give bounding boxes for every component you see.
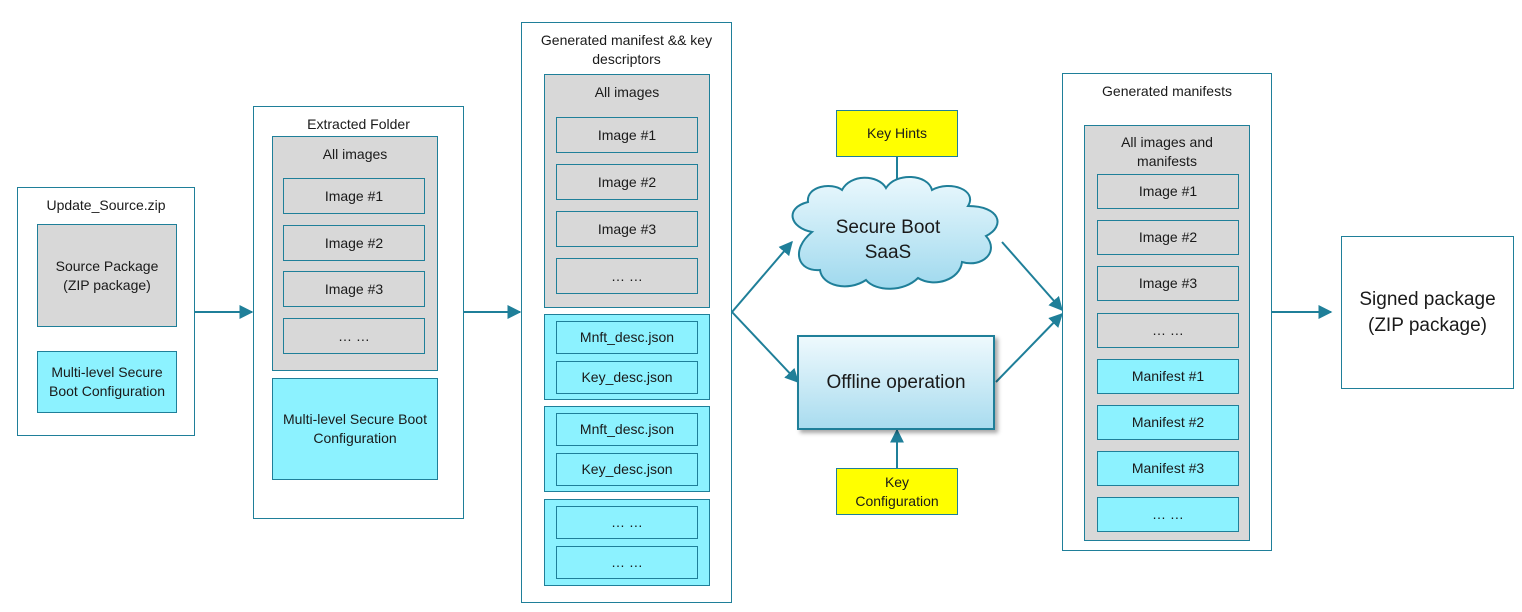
extracted-all-images-label: All images <box>322 146 388 162</box>
descriptor-more-2: … … <box>556 546 698 579</box>
update-source-panel: Update_Source.zip Source Package (ZIP pa… <box>17 187 195 436</box>
descriptor-group-more: … … … … <box>544 499 710 586</box>
manifest-1: Manifest #1 <box>1097 359 1239 394</box>
extracted-folder-title: Extracted Folder <box>307 116 410 132</box>
update-source-title: Update_Source.zip <box>46 197 166 213</box>
arrow-to-offline <box>731 311 799 384</box>
generated-descriptors-panel: Generated manifest && key descriptors Al… <box>521 22 732 603</box>
secure-boot-saas-label: Secure Boot SaaS <box>835 217 941 263</box>
descriptor-group-1: Mnft_desc.json Key_desc.json <box>544 314 710 400</box>
descriptors-image-1: Image #1 <box>556 117 698 153</box>
descriptors-image-3: Image #3 <box>556 211 698 247</box>
manifest-more: … … <box>1097 497 1239 532</box>
descriptor-more-1: … … <box>556 506 698 539</box>
descriptors-all-images-group: All images Image #1 Image #2 Image #3 … … <box>544 74 710 308</box>
generated-manifests-panel: Generated manifests All images and manif… <box>1062 73 1272 551</box>
update-config-box: Multi-level Secure Boot Configuration <box>37 351 177 413</box>
arrow-to-cloud <box>731 240 793 313</box>
cloud-shape <box>791 175 999 290</box>
generated-descriptors-title: Generated manifest && key descriptors <box>540 32 713 67</box>
descriptor-group-2: Mnft_desc.json Key_desc.json <box>544 406 710 492</box>
manifests-image-2: Image #2 <box>1097 220 1239 255</box>
extracted-image-1: Image #1 <box>283 178 425 214</box>
generated-manifests-title: Generated manifests <box>1102 83 1232 99</box>
signed-package-box: Signed package (ZIP package) <box>1341 236 1514 389</box>
manifests-image-more: … … <box>1097 313 1239 348</box>
mnft-desc-json-1: Mnft_desc.json <box>556 321 698 354</box>
manifests-image-3: Image #3 <box>1097 266 1239 301</box>
all-images-manifests-group: All images and manifests Image #1 Image … <box>1084 125 1250 541</box>
extracted-config-box: Multi-level Secure Boot Configuration <box>272 378 438 480</box>
key-desc-json-2: Key_desc.json <box>556 453 698 486</box>
offline-operation-box: Offline operation <box>797 335 995 430</box>
extracted-image-3: Image #3 <box>283 271 425 307</box>
extracted-image-more: … … <box>283 318 425 354</box>
source-package-box: Source Package (ZIP package) <box>37 224 177 327</box>
extracted-all-images-group: All images Image #1 Image #2 Image #3 … … <box>272 136 438 371</box>
extracted-folder-panel: Extracted Folder All images Image #1 Ima… <box>253 106 464 519</box>
all-images-manifests-label: All images and manifests <box>1121 134 1213 169</box>
key-configuration-box: Key Configuration <box>836 468 958 515</box>
arrow-cloud-to-manifests <box>1001 241 1063 312</box>
descriptors-image-2: Image #2 <box>556 164 698 200</box>
extracted-image-2: Image #2 <box>283 225 425 261</box>
manifests-image-1: Image #1 <box>1097 174 1239 209</box>
key-desc-json-1: Key_desc.json <box>556 361 698 394</box>
key-hints-box: Key Hints <box>836 110 958 157</box>
manifest-2: Manifest #2 <box>1097 405 1239 440</box>
descriptors-all-images-label: All images <box>594 84 660 100</box>
descriptors-image-more: … … <box>556 258 698 294</box>
mnft-desc-json-2: Mnft_desc.json <box>556 413 698 446</box>
manifest-3: Manifest #3 <box>1097 451 1239 486</box>
arrow-offline-to-manifests <box>995 312 1063 383</box>
